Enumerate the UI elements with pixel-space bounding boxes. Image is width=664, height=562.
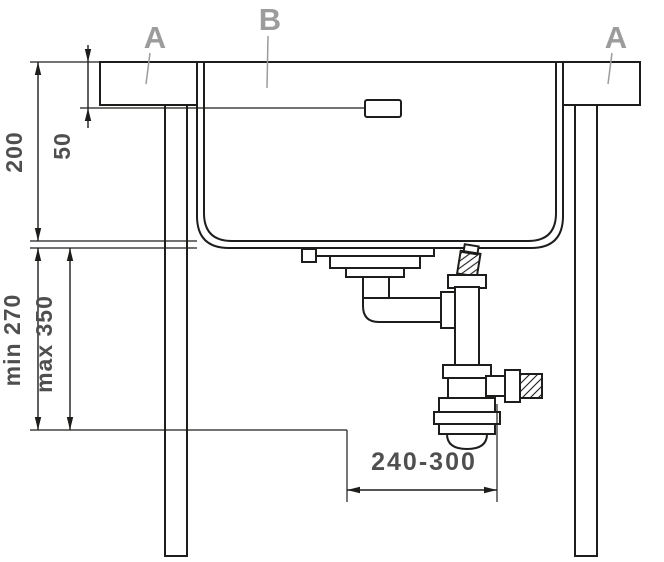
- trap-bottom-cup: [445, 433, 489, 451]
- trap-mid-ring: [438, 397, 496, 413]
- vertical-pipe: [454, 286, 480, 366]
- section-label-a-right: A: [605, 20, 627, 55]
- tailpipe: [362, 276, 390, 299]
- dimension-max-350: max 350: [31, 248, 74, 430]
- dimension-max-label: max 350: [31, 295, 57, 393]
- elbow-pipe: [362, 297, 448, 323]
- strainer-body: [329, 255, 421, 269]
- dimension-overflow-label: 50: [49, 132, 75, 160]
- dimension-min-label: min 270: [0, 294, 25, 387]
- drain-flange: [315, 247, 435, 257]
- overflow-hole: [364, 99, 402, 118]
- trap-upper-body: [447, 377, 487, 399]
- leader-a-right: [607, 52, 613, 85]
- section-labels: A B A: [144, 2, 627, 89]
- trap-lower-ring: [438, 423, 496, 435]
- section-label-a-left: A: [144, 20, 166, 55]
- section-label-b: B: [259, 2, 281, 37]
- dimension-range-label: 240-300: [371, 448, 477, 476]
- outlet-thread: [519, 373, 543, 399]
- siphon-assembly: [301, 243, 543, 451]
- leader-b: [266, 35, 269, 89]
- drain-clamp: [301, 248, 317, 263]
- outlet-nut: [504, 369, 521, 403]
- cabinet-side-right: [574, 104, 598, 557]
- leader-a-left: [145, 52, 151, 85]
- dimension-depth-200: 200: [1, 62, 42, 241]
- elbow-nut: [440, 291, 456, 329]
- dimension-min-270: min 270: [0, 248, 42, 430]
- dimension-overflow-50: 50: [49, 45, 92, 160]
- sink-basin: [196, 61, 564, 249]
- cabinet-side-left: [164, 104, 188, 557]
- countertop-right: [562, 61, 641, 106]
- trap-wide-ring: [433, 411, 501, 425]
- dimension-range-240-300: 240-300: [347, 448, 497, 494]
- dimension-depth-label: 200: [1, 131, 27, 172]
- trap-inlet-nut: [442, 364, 492, 379]
- strainer-locknut: [345, 267, 405, 278]
